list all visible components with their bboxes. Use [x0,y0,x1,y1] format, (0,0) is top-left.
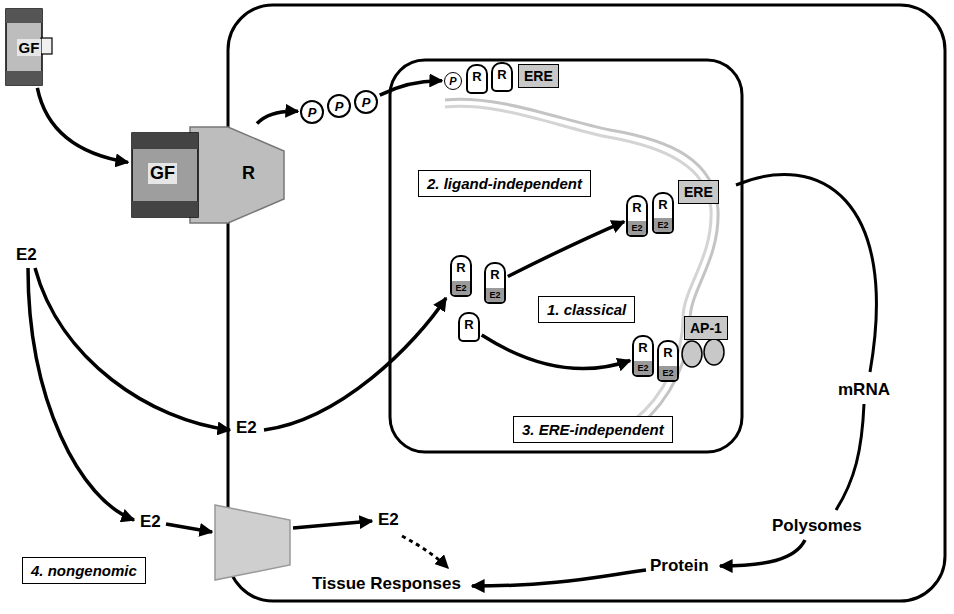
signal-arrow [257,111,298,123]
phosphate-circle: P [354,90,378,114]
outcome-label: Tissue Responses [312,574,461,594]
node-text: R [462,314,476,340]
signal-arrow [264,298,446,430]
node-text: R [470,66,484,92]
estrogen-receptor: RE2 [657,340,679,382]
hormone-label: E2 [16,245,37,265]
node-subtext: E2 [659,366,677,380]
phosphate-circle: P [444,72,462,90]
pathway-label: 1. classical [538,296,635,323]
dna-strand [445,99,718,425]
node-text: AP-1 [690,320,722,336]
ap1-factor [704,339,724,365]
node-subtext: E2 [452,281,470,295]
estrogen-receptor: R [458,312,480,342]
hormone-label: E2 [236,418,257,438]
growth-factor: GF [5,8,53,86]
pathway-label: 3. ERE-independent [513,416,673,443]
molecule-label: Protein [650,556,709,576]
cell-membrane [228,5,945,601]
signal-arrow [293,521,372,528]
response-element: ERE [678,180,719,204]
hormone-label: E2 [140,512,161,532]
node-text: R [636,337,650,361]
nuclear-envelope [390,60,742,452]
ligand-band [132,133,198,149]
receptor-body [190,127,284,223]
node-text: ERE [684,184,713,200]
ap1-factor [682,341,702,367]
node-text: P [362,95,371,110]
pathway-label: 2. ligand-independent [418,170,591,197]
mrna-line [736,174,876,372]
node-subtext: E2 [486,288,504,302]
node-subtext: E2 [628,221,646,235]
estrogen-receptor: RE2 [484,262,506,304]
signal-arrow [380,81,442,95]
node-subtext: E2 [634,361,652,375]
signal-arrow [35,268,230,430]
response-element: ERE [518,64,559,88]
node-text: R [630,197,644,221]
node-text: GF [17,39,42,56]
node-text: R [495,64,509,90]
ligand-body [6,9,42,85]
ligand-tab [41,38,52,54]
phosphate-circle: P [327,94,351,118]
node-text: R [488,264,502,288]
estrogen-receptor: RE2 [450,255,472,297]
hormone-label: E2 [378,510,399,530]
estrogen-receptor: RE2 [652,192,674,234]
signal-arrow [472,570,646,586]
dotted-arrow [402,536,448,568]
pathway-label: 4. nongenomic [22,557,146,584]
ligand-body [132,133,198,217]
node-text: R [661,342,675,366]
node-text: R [454,257,468,281]
node-text: ERE [524,68,553,84]
estrogen-receptor: RE2 [626,195,648,237]
signal-arrow [37,88,128,162]
estrogen-receptor: RE2 [632,335,654,377]
node-text: R [656,194,670,218]
ligand-band [6,9,42,23]
node-text: 2. ligand-independent [427,175,582,192]
node-text: 1. classical [547,301,626,318]
signal-arrow [508,222,624,277]
node-text: P [308,105,317,120]
estrogen-receptor: R [491,62,513,92]
molecule-label: mRNA [838,380,890,400]
estrogen-receptor: R [466,64,488,94]
node-subtext: R [242,163,255,184]
signal-arrow [482,335,630,368]
phosphate-circle: P [300,100,324,124]
growth-factor-receptor: GF R [130,125,285,225]
node-subtext: E2 [654,218,672,232]
node-text: P [335,99,344,114]
membrane-receptor [215,505,290,580]
node-text: 3. ERE-independent [522,421,664,438]
response-element: AP-1 [684,316,728,340]
dna-strand [445,106,711,420]
node-text: GF [148,163,177,184]
organelle-label: Polysomes [772,516,862,536]
mrna-line [836,404,864,510]
node-text: 4. nongenomic [31,562,137,579]
signal-arrow [166,524,212,532]
ligand-band [6,71,42,85]
signal-arrow [720,540,805,566]
ligand-band [132,201,198,217]
signal-arrow [28,268,134,520]
node-text: P [449,75,456,87]
